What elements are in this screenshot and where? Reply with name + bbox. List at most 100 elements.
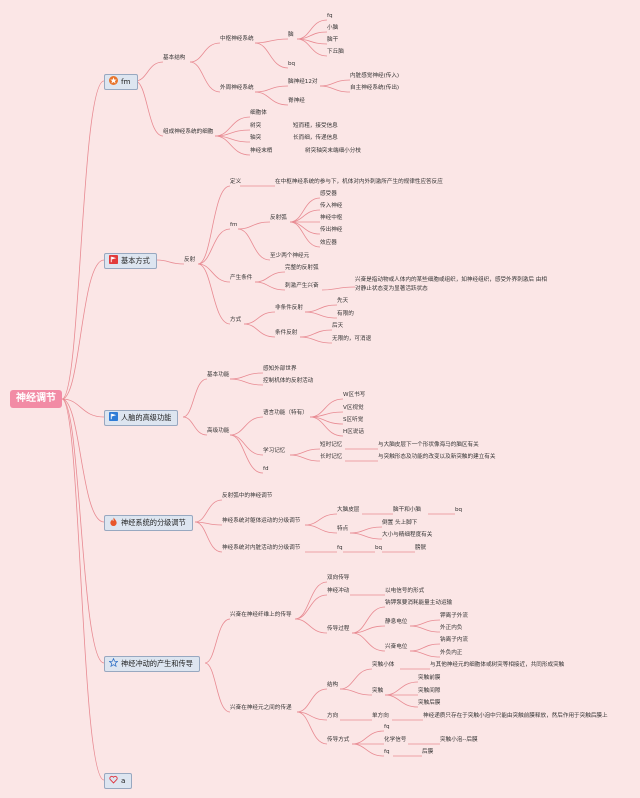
node-axon[interactable]: 轴突: [250, 135, 262, 141]
node-innate[interactable]: 先天: [337, 298, 349, 304]
node-conduction-process[interactable]: 传导过程: [327, 626, 350, 632]
node-spinal-nerves[interactable]: 脊神经: [288, 98, 305, 104]
node-somatic-regulation[interactable]: 神经系统对躯体运动的分级调节: [222, 518, 301, 524]
node-fq-4[interactable]: fq: [384, 749, 390, 755]
node-effector[interactable]: 效应器: [320, 240, 337, 246]
node-conditions[interactable]: 产生条件: [230, 275, 253, 281]
node-fq-2[interactable]: fq: [337, 545, 343, 551]
node-definition[interactable]: 定义: [230, 179, 242, 185]
node-size-precision[interactable]: 大小与精细程度有关: [382, 532, 433, 538]
node-brainstem-cerebellum[interactable]: 脑干和小脑: [393, 507, 421, 513]
node-bq-3[interactable]: bq: [375, 545, 383, 551]
node-na-inflow[interactable]: 钠离子内流: [440, 637, 468, 643]
node-control[interactable]: 控制机体的反射活动: [263, 378, 314, 384]
node-inverted[interactable]: 倒置 头上脚下: [382, 520, 418, 526]
node-stimulus[interactable]: 刺激产生兴奋: [285, 283, 319, 289]
branch-brain-functions[interactable]: 人脑的高级功能: [104, 410, 179, 426]
node-limited[interactable]: 有限的: [337, 311, 354, 317]
node-bq[interactable]: bq: [288, 61, 296, 67]
node-cranial-nerves[interactable]: 脑神经12对: [288, 79, 318, 85]
node-receptor[interactable]: 感受器: [320, 191, 337, 197]
node-synaptic-knob[interactable]: 突触小体: [372, 662, 395, 668]
node-dendrite[interactable]: 树突: [250, 123, 262, 129]
node-synaptic-knob-desc[interactable]: 与其他神经元的细胞体或树突等相接近，共同形成突触: [430, 662, 565, 668]
node-perceive[interactable]: 感知外部世界: [263, 366, 297, 372]
node-fq-3[interactable]: fq: [384, 724, 390, 730]
node-short-term-desc[interactable]: 与大脑皮层下一个形状像海马的脑区有关: [378, 442, 479, 448]
node-electric-signal[interactable]: 以电信号的形式: [385, 588, 425, 594]
node-features[interactable]: 特点: [337, 526, 349, 532]
node-k-outflow[interactable]: 钾离子外流: [440, 613, 468, 619]
branch-basic-mode[interactable]: 基本方式: [104, 253, 157, 269]
node-long-term[interactable]: 长时记忆: [320, 454, 343, 460]
node-bidirectional[interactable]: 双向传导: [327, 575, 350, 581]
node-excitation-desc-2[interactable]: 对静止状态变为显著活跃状态: [355, 286, 428, 292]
node-nerve-impulse[interactable]: 神经冲动: [327, 588, 350, 594]
node-fd[interactable]: fd: [263, 466, 269, 472]
node-short-term[interactable]: 短时记忆: [320, 442, 343, 448]
node-vesicle-postmembrane[interactable]: 突触小泡--后膜: [440, 737, 478, 743]
node-definition-desc[interactable]: 在中枢神经系统的参与下，机体对内外刺激所产生的规律性应答反应: [275, 179, 443, 185]
node-reflex[interactable]: 反射: [184, 257, 196, 263]
node-reflex-arc[interactable]: 反射弧: [270, 215, 287, 221]
node-outer-negative[interactable]: 外负内正: [440, 650, 463, 656]
node-area-v[interactable]: V区视觉: [343, 405, 364, 411]
node-visceral-sensory[interactable]: 内脏感觉神经(传入): [350, 73, 400, 79]
node-learning-memory[interactable]: 学习记忆: [263, 448, 286, 454]
node-language[interactable]: 语言功能（特有）: [263, 410, 308, 416]
node-presynaptic[interactable]: 突触前膜: [418, 675, 441, 681]
node-structure[interactable]: 结构: [327, 682, 339, 688]
node-cerebellum[interactable]: 小脑: [327, 25, 339, 31]
node-area-w[interactable]: W区书写: [343, 392, 366, 398]
node-basic-function[interactable]: 基本功能: [207, 372, 230, 378]
node-cells[interactable]: 组成神经系统的细胞: [163, 129, 214, 135]
node-axon-desc[interactable]: 长而细，传递信息: [293, 135, 338, 141]
node-dendrite-desc[interactable]: 短而粗，接受信息: [293, 123, 338, 129]
node-center[interactable]: 神经中枢: [320, 215, 343, 221]
node-acquired[interactable]: 后天: [332, 323, 344, 329]
node-efferent[interactable]: 传出神经: [320, 227, 343, 233]
node-pns[interactable]: 外周神经系统: [220, 85, 254, 91]
branch-a[interactable]: a: [104, 773, 133, 789]
node-transmission-mode[interactable]: 传导方式: [327, 737, 350, 743]
node-brain[interactable]: 脑: [288, 32, 294, 38]
node-action-potential[interactable]: 兴奋电位: [385, 644, 408, 650]
node-excitation-desc-1[interactable]: 兴奋是指动物或人体内的某些细胞或组织，如神经组织，感受外界刺激后 由相: [355, 277, 547, 283]
node-nerve-ending-desc[interactable]: 树突轴突末端细小分枝: [305, 148, 361, 154]
node-conditioned[interactable]: 条件反射: [275, 330, 298, 336]
node-synaptic-transmission[interactable]: 兴奋在神经元之间的传递: [230, 705, 292, 711]
node-brainstem[interactable]: 脑干: [327, 37, 339, 43]
branch-fm[interactable]: fm: [104, 74, 138, 90]
node-fm[interactable]: fm: [230, 222, 238, 228]
node-two-neurons[interactable]: 至少两个神经元: [270, 253, 310, 259]
node-advanced-function[interactable]: 高级功能: [207, 428, 230, 434]
node-pump[interactable]: 钠钾泵要消耗能量主动运输: [385, 600, 453, 606]
node-direction[interactable]: 方向: [327, 713, 339, 719]
node-complete-arc[interactable]: 完整的反射弧: [285, 265, 319, 271]
node-chemical-signal[interactable]: 化学信号: [384, 737, 407, 743]
central-topic[interactable]: 神经调节: [10, 390, 62, 408]
node-one-way[interactable]: 单方向: [372, 713, 389, 719]
node-cell-body[interactable]: 细胞体: [250, 110, 267, 116]
branch-nerve-impulse[interactable]: 神经冲动的产生和传导: [104, 656, 200, 672]
node-resting-potential[interactable]: 静息电位: [385, 619, 408, 625]
node-one-way-desc[interactable]: 神经递质只存在于突触小泡中只能由突触前膜释放，然后作用于突触后膜上: [423, 713, 608, 719]
node-bq-2[interactable]: bq: [455, 507, 463, 513]
node-hypothalamus[interactable]: 下丘脑: [327, 49, 344, 55]
node-afferent[interactable]: 传入神经: [320, 203, 343, 209]
node-cortex[interactable]: 大脑皮层: [337, 507, 360, 513]
node-nerve-ending[interactable]: 神经末梢: [250, 148, 273, 154]
node-area-s[interactable]: S区听觉: [343, 417, 364, 423]
node-visceral-regulation[interactable]: 神经系统对内脏活动的分级调节: [222, 545, 301, 551]
node-reflex-regulation[interactable]: 反射弧中的神经调节: [222, 493, 273, 499]
node-mode[interactable]: 方式: [230, 317, 242, 323]
node-cns[interactable]: 中枢神经系统: [220, 36, 254, 42]
node-unconditioned[interactable]: 非条件反射: [275, 305, 303, 311]
branch-hierarchical-regulation[interactable]: 神经系统的分级调节: [104, 515, 193, 531]
node-autonomic[interactable]: 自主神经系统(传出): [350, 85, 400, 91]
node-fq[interactable]: fq: [327, 13, 333, 19]
node-outer-positive[interactable]: 外正内负: [440, 625, 463, 631]
node-area-h[interactable]: H区说话: [343, 429, 364, 435]
node-cleft[interactable]: 突触间隙: [418, 688, 441, 694]
node-fiber-conduction[interactable]: 兴奋在神经纤维上的传导: [230, 612, 292, 618]
